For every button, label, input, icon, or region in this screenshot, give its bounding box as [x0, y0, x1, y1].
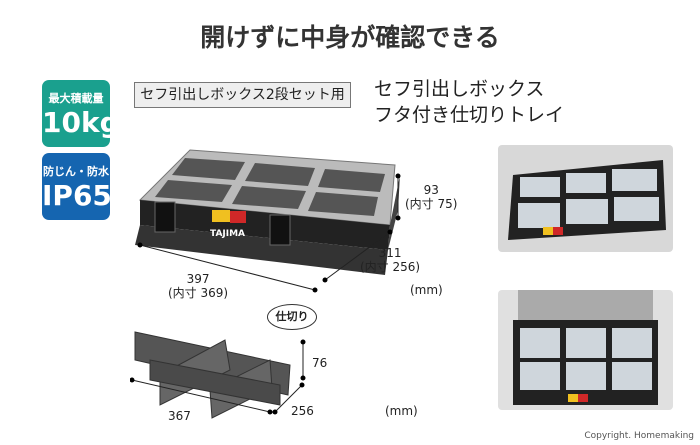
tray-height: 93(内寸 75) [405, 183, 458, 211]
divider-label: 仕切り [267, 304, 317, 330]
divider-width: 367 [168, 409, 191, 423]
load-capacity-badge: 最大積載量 10kg [42, 80, 120, 147]
page-title: 開けずに中身が確認できる [200, 23, 500, 52]
brand-logo: TAJIMA [210, 229, 245, 239]
divider-depth: 256 [291, 404, 314, 418]
divider-illustration [130, 331, 306, 419]
compatibility-tag: セフ引出しボックス2段セット用 [134, 82, 351, 108]
divider-height: 76 [312, 356, 328, 370]
tray-unit: (mm) [410, 283, 443, 297]
tray-illustration: TAJIMA [135, 149, 401, 293]
tray-contents-photo-top [498, 145, 673, 252]
product-heading: セフ引出しボックス フタ付き仕切りトレイ [374, 78, 565, 126]
tray-width: 397(内寸 369) [168, 272, 229, 300]
tray-depth: 311(内寸 256) [360, 246, 421, 274]
ip-rating-badge: 防じん・防水 IP65 [42, 153, 112, 220]
tray-contents-photo-bottom [498, 290, 673, 410]
divider-unit: (mm) [385, 404, 418, 418]
copyright: Copyright. Homemaking [584, 431, 694, 441]
